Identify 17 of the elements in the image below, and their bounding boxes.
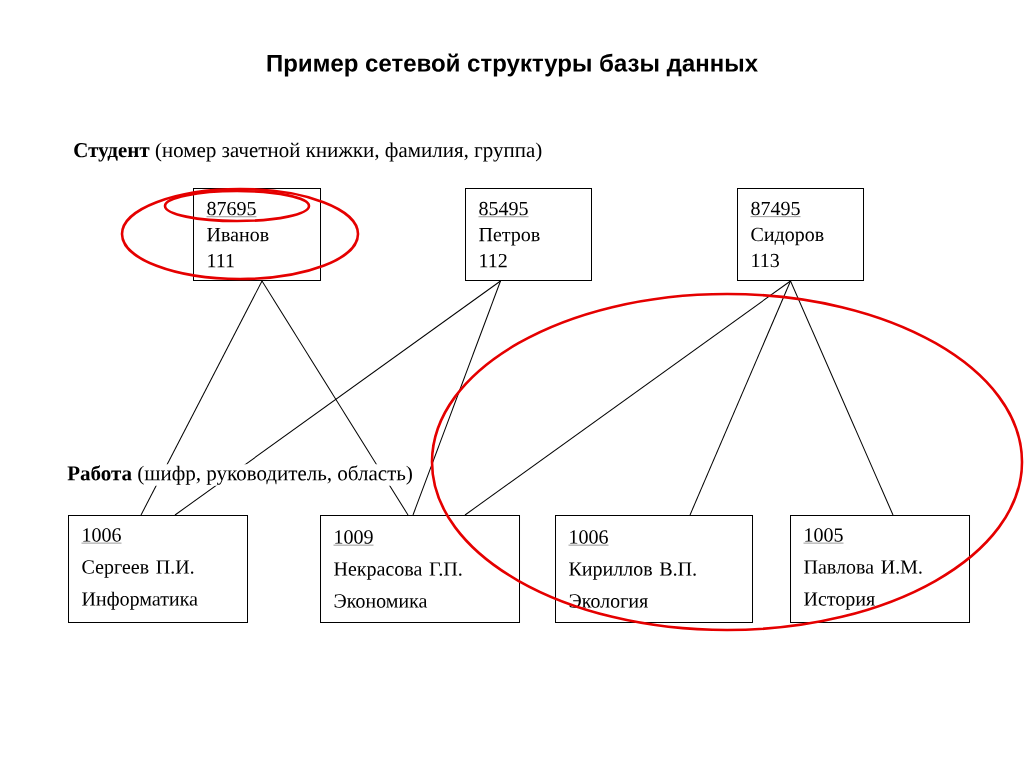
connector-line: [174, 280, 501, 516]
connector-line: [140, 280, 263, 516]
connector-line: [261, 280, 409, 516]
connector-line: [412, 280, 501, 516]
section-heading: Студент (номер зачетной книжки, фамилия, группа): [72, 141, 544, 163]
record-box: 85495 Петров 112: [465, 188, 592, 281]
record-box: 1006 Кириллов В.П. Экология: [555, 515, 753, 623]
record-box: 1009 Некрасова Г.П. Экономика: [320, 515, 520, 623]
connector-line: [790, 280, 894, 516]
record-box: 87495 Сидоров 113: [737, 188, 864, 281]
title: Пример сетевой структуры базы данных: [267, 53, 758, 77]
record-box: 87695 Иванов 111: [193, 188, 321, 281]
connector-line: [464, 280, 791, 516]
connector-line: [689, 280, 791, 516]
record-box: 1006 Сергеев П.И. Информатика: [68, 515, 248, 623]
section-heading: Работа (шифр, руководитель, область): [66, 464, 414, 486]
record-box: 1005 Павлова И.М. История: [790, 515, 970, 623]
